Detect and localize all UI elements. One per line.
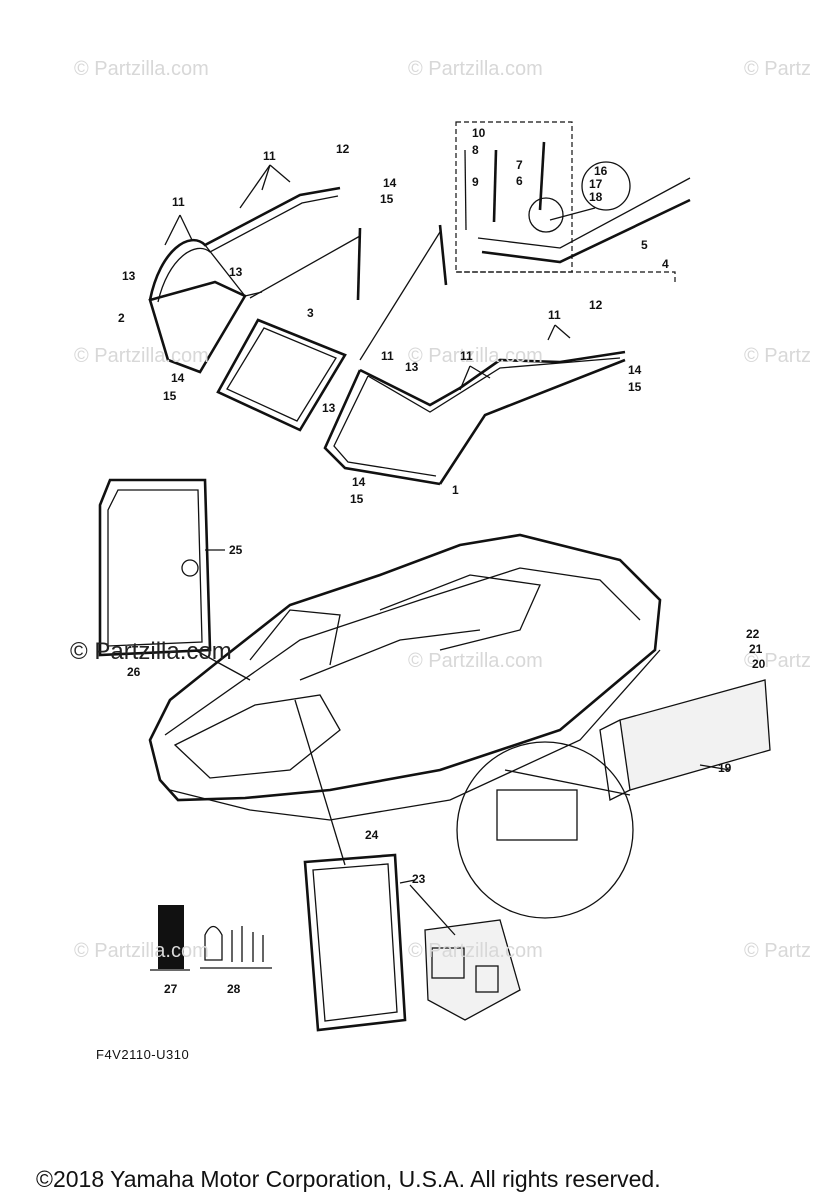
watermark: © Partzilla.com [408,58,543,80]
watermark: © Partzilla.com [74,940,209,962]
callout-25: 25 [229,543,243,557]
callout-15: 15 [350,492,364,506]
callout-16: 16 [594,164,608,178]
cooler-box-part [424,919,521,1021]
callout-11: 11 [548,308,561,322]
callout-13: 13 [405,360,419,374]
watermark: © Partz [744,940,811,962]
callout-7: 7 [516,158,523,172]
storage-box-part [599,679,771,801]
callout-21: 21 [749,642,763,656]
watermark-strong: © Partzilla.com [70,638,232,665]
callout-26: 26 [127,665,141,679]
callout-14: 14 [352,475,366,489]
callout-18: 18 [589,190,603,204]
storage-lid-detail [496,789,578,841]
leader-lines [164,164,596,936]
watermark: © Partz [744,345,811,367]
callout-3: 3 [307,306,314,320]
callout-11: 11 [263,149,276,163]
callout-13: 13 [229,265,243,279]
callout-8: 8 [472,143,479,157]
callout-2: 2 [118,311,125,325]
callout-17: 17 [589,177,603,191]
callout-22: 22 [746,627,760,641]
diagram-code: F4V2110-U310 [96,1047,190,1062]
watermark: © Partzilla.com [74,345,209,367]
callout-14: 14 [628,363,642,377]
callout-5: 5 [641,238,648,252]
callout-14: 14 [171,371,185,385]
callout-20: 20 [752,657,766,671]
callout-27: 27 [164,982,178,996]
glass-panel-part [216,318,347,432]
callout-14: 14 [383,176,397,190]
callout-12: 12 [589,298,603,312]
callout-9: 9 [472,175,479,189]
callout-23: 23 [412,872,426,886]
windshield-left-part [148,186,341,374]
callout-6: 6 [516,174,523,188]
callout-10: 10 [472,126,486,140]
callout-15: 15 [628,380,642,394]
watermark: © Partz [744,58,811,80]
copyright-notice: ©2018 Yamaha Motor Corporation, U.S.A. A… [36,1166,661,1192]
storage-detail-circle [456,741,634,919]
callout-28: 28 [227,982,241,996]
callout-11: 11 [460,349,473,363]
watermark: © Partz [744,650,811,672]
trim-strip-part [477,177,691,264]
callout-13: 13 [322,401,336,415]
fastener-detail-circle [581,161,631,211]
callout-11: 11 [381,349,394,363]
callout-12: 12 [336,142,350,156]
callout-24: 24 [365,828,379,842]
cooler-lid-part [303,853,416,1032]
callout-15: 15 [163,389,177,403]
callout-13: 13 [122,269,136,283]
windshield-right-part [323,350,626,486]
callout-15: 15 [380,192,394,206]
callout-19: 19 [718,761,732,775]
callout-1: 1 [452,483,459,497]
kit-items-part-28 [200,925,272,969]
callout-4: 4 [662,257,669,271]
watermark: © Partzilla.com [408,650,543,672]
hatch-panel-part [98,478,225,657]
hinge-detail-circle [528,197,564,233]
boat-hull [148,533,662,821]
pad-part-27 [158,905,184,969]
kit-outline-extension [456,271,676,285]
watermark: © Partzilla.com [74,58,209,80]
watermark: © Partzilla.com [408,345,543,367]
callout-11: 11 [172,195,185,209]
leader-line-storage [504,769,631,796]
watermark: © Partzilla.com [408,940,543,962]
